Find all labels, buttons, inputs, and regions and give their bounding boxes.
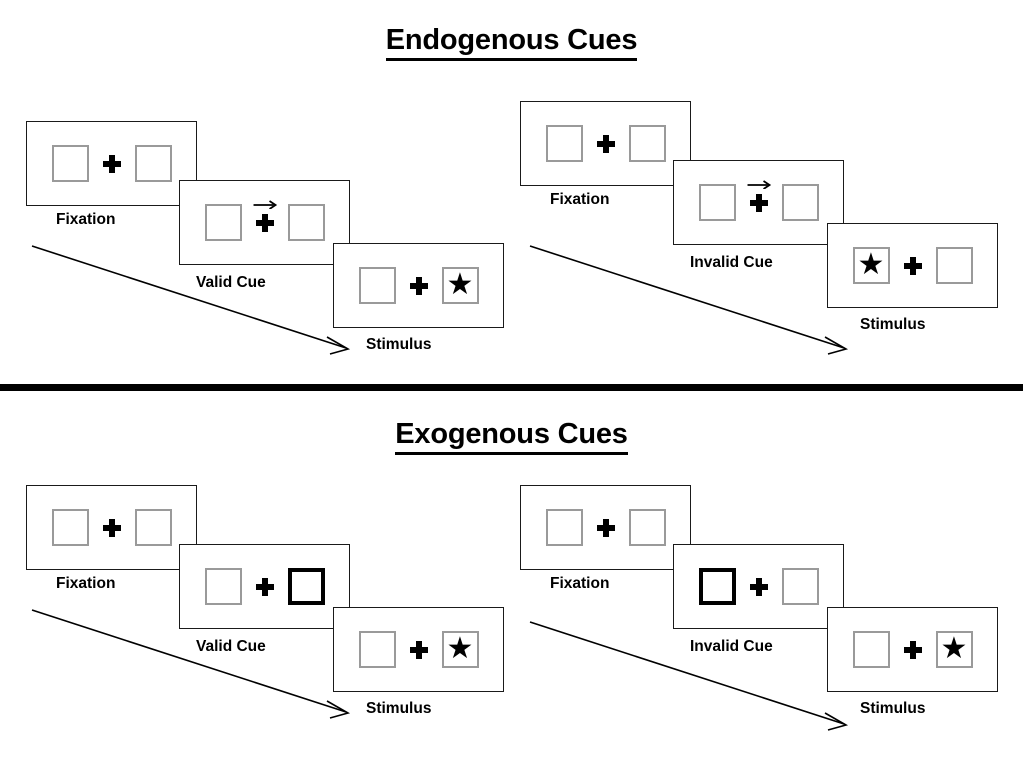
arrow-right-cue-icon [746,179,772,189]
placeholder-box-left [358,267,396,304]
frame-label-fixation: Fixation [550,191,610,208]
placeholder-box-left [51,509,89,546]
placeholder-box-left [51,145,89,182]
fixation-cross-icon [409,276,428,295]
frame-label-stimulus: Stimulus [860,316,926,333]
trial-frame-stimulus: ★ [827,607,998,692]
target-box-right: ★ [441,631,479,668]
placeholder-box-left [852,631,890,668]
fixation-cross-icon [596,134,615,153]
placeholder-box-left [545,125,583,162]
fixation-cross-icon [102,154,121,173]
fixation-cross-icon [409,640,428,659]
frame-label-fixation: Fixation [56,211,116,228]
fixation-cross-icon [253,199,277,232]
panel-endogenous-invalid: Fixation Invalid Cue [512,92,1012,362]
target-box-right: ★ [441,267,479,304]
fixation-cross-icon [102,518,121,537]
trial-frame-cue [179,544,350,629]
fixation-cross-icon [903,256,922,275]
trial-frame-stimulus: ★ [333,607,504,692]
frame-label-stimulus: Stimulus [366,336,432,353]
frame-label-stimulus: Stimulus [860,700,926,717]
fixation-cross-icon [747,179,771,212]
placeholder-box-right [628,509,666,546]
target-box-right: ★ [935,631,973,668]
trial-frame-fixation [26,485,197,570]
placeholder-box-right [287,204,325,241]
placeholder-box-left [204,568,242,605]
placeholder-box-right [628,125,666,162]
star-icon: ★ [446,631,474,665]
frame-label-fixation: Fixation [550,575,610,592]
fixation-cross-icon [596,518,615,537]
placeholder-box-left [698,184,736,221]
placeholder-box-left [545,509,583,546]
section-title-endogenous-text: Endogenous Cues [385,24,637,61]
section-endogenous: Endogenous Cues Fixation [0,24,1023,382]
placeholder-box-right [134,145,172,182]
fixation-cross-icon [903,640,922,659]
frame-label-cue: Invalid Cue [690,254,773,271]
section-title-exogenous-text: Exogenous Cues [395,418,628,455]
trial-frame-stimulus: ★ [827,223,998,308]
section-title-exogenous: Exogenous Cues [0,418,1023,455]
star-icon: ★ [446,267,474,301]
trial-frame-fixation [520,485,691,570]
trial-frame-fixation [26,121,197,206]
frame-label-cue: Valid Cue [196,638,266,655]
section-divider [0,384,1023,391]
placeholder-box-right [781,184,819,221]
section-title-endogenous: Endogenous Cues [0,24,1023,61]
panel-exogenous-invalid: Fixation Invalid Cue ★ Stimul [512,476,1012,746]
fixation-cross-icon [749,577,768,596]
panel-exogenous-valid: Fixation Valid Cue ★ Stimulus [18,476,518,746]
placeholder-box-right [781,568,819,605]
trial-frame-cue [673,544,844,629]
trial-frame-fixation [520,101,691,186]
placeholder-box-right [134,509,172,546]
cued-box-left [698,568,736,605]
frame-label-cue: Invalid Cue [690,638,773,655]
arrow-right-cue-icon [252,199,278,209]
frame-label-stimulus: Stimulus [366,700,432,717]
panel-endogenous-valid: Fixation Valid Cue [18,112,518,382]
placeholder-box-left [204,204,242,241]
fixation-cross-icon [255,577,274,596]
trial-frame-cue [673,160,844,245]
trial-frame-cue [179,180,350,265]
trial-frame-stimulus: ★ [333,243,504,328]
placeholder-box-right [935,247,973,284]
frame-label-fixation: Fixation [56,575,116,592]
cued-box-right [287,568,325,605]
flow-arrow-icon [526,618,856,733]
star-icon: ★ [857,247,885,281]
star-icon: ★ [940,631,968,665]
section-exogenous: Exogenous Cues Fixation [0,392,1023,767]
placeholder-box-left [358,631,396,668]
frame-label-cue: Valid Cue [196,274,266,291]
target-box-left: ★ [852,247,890,284]
